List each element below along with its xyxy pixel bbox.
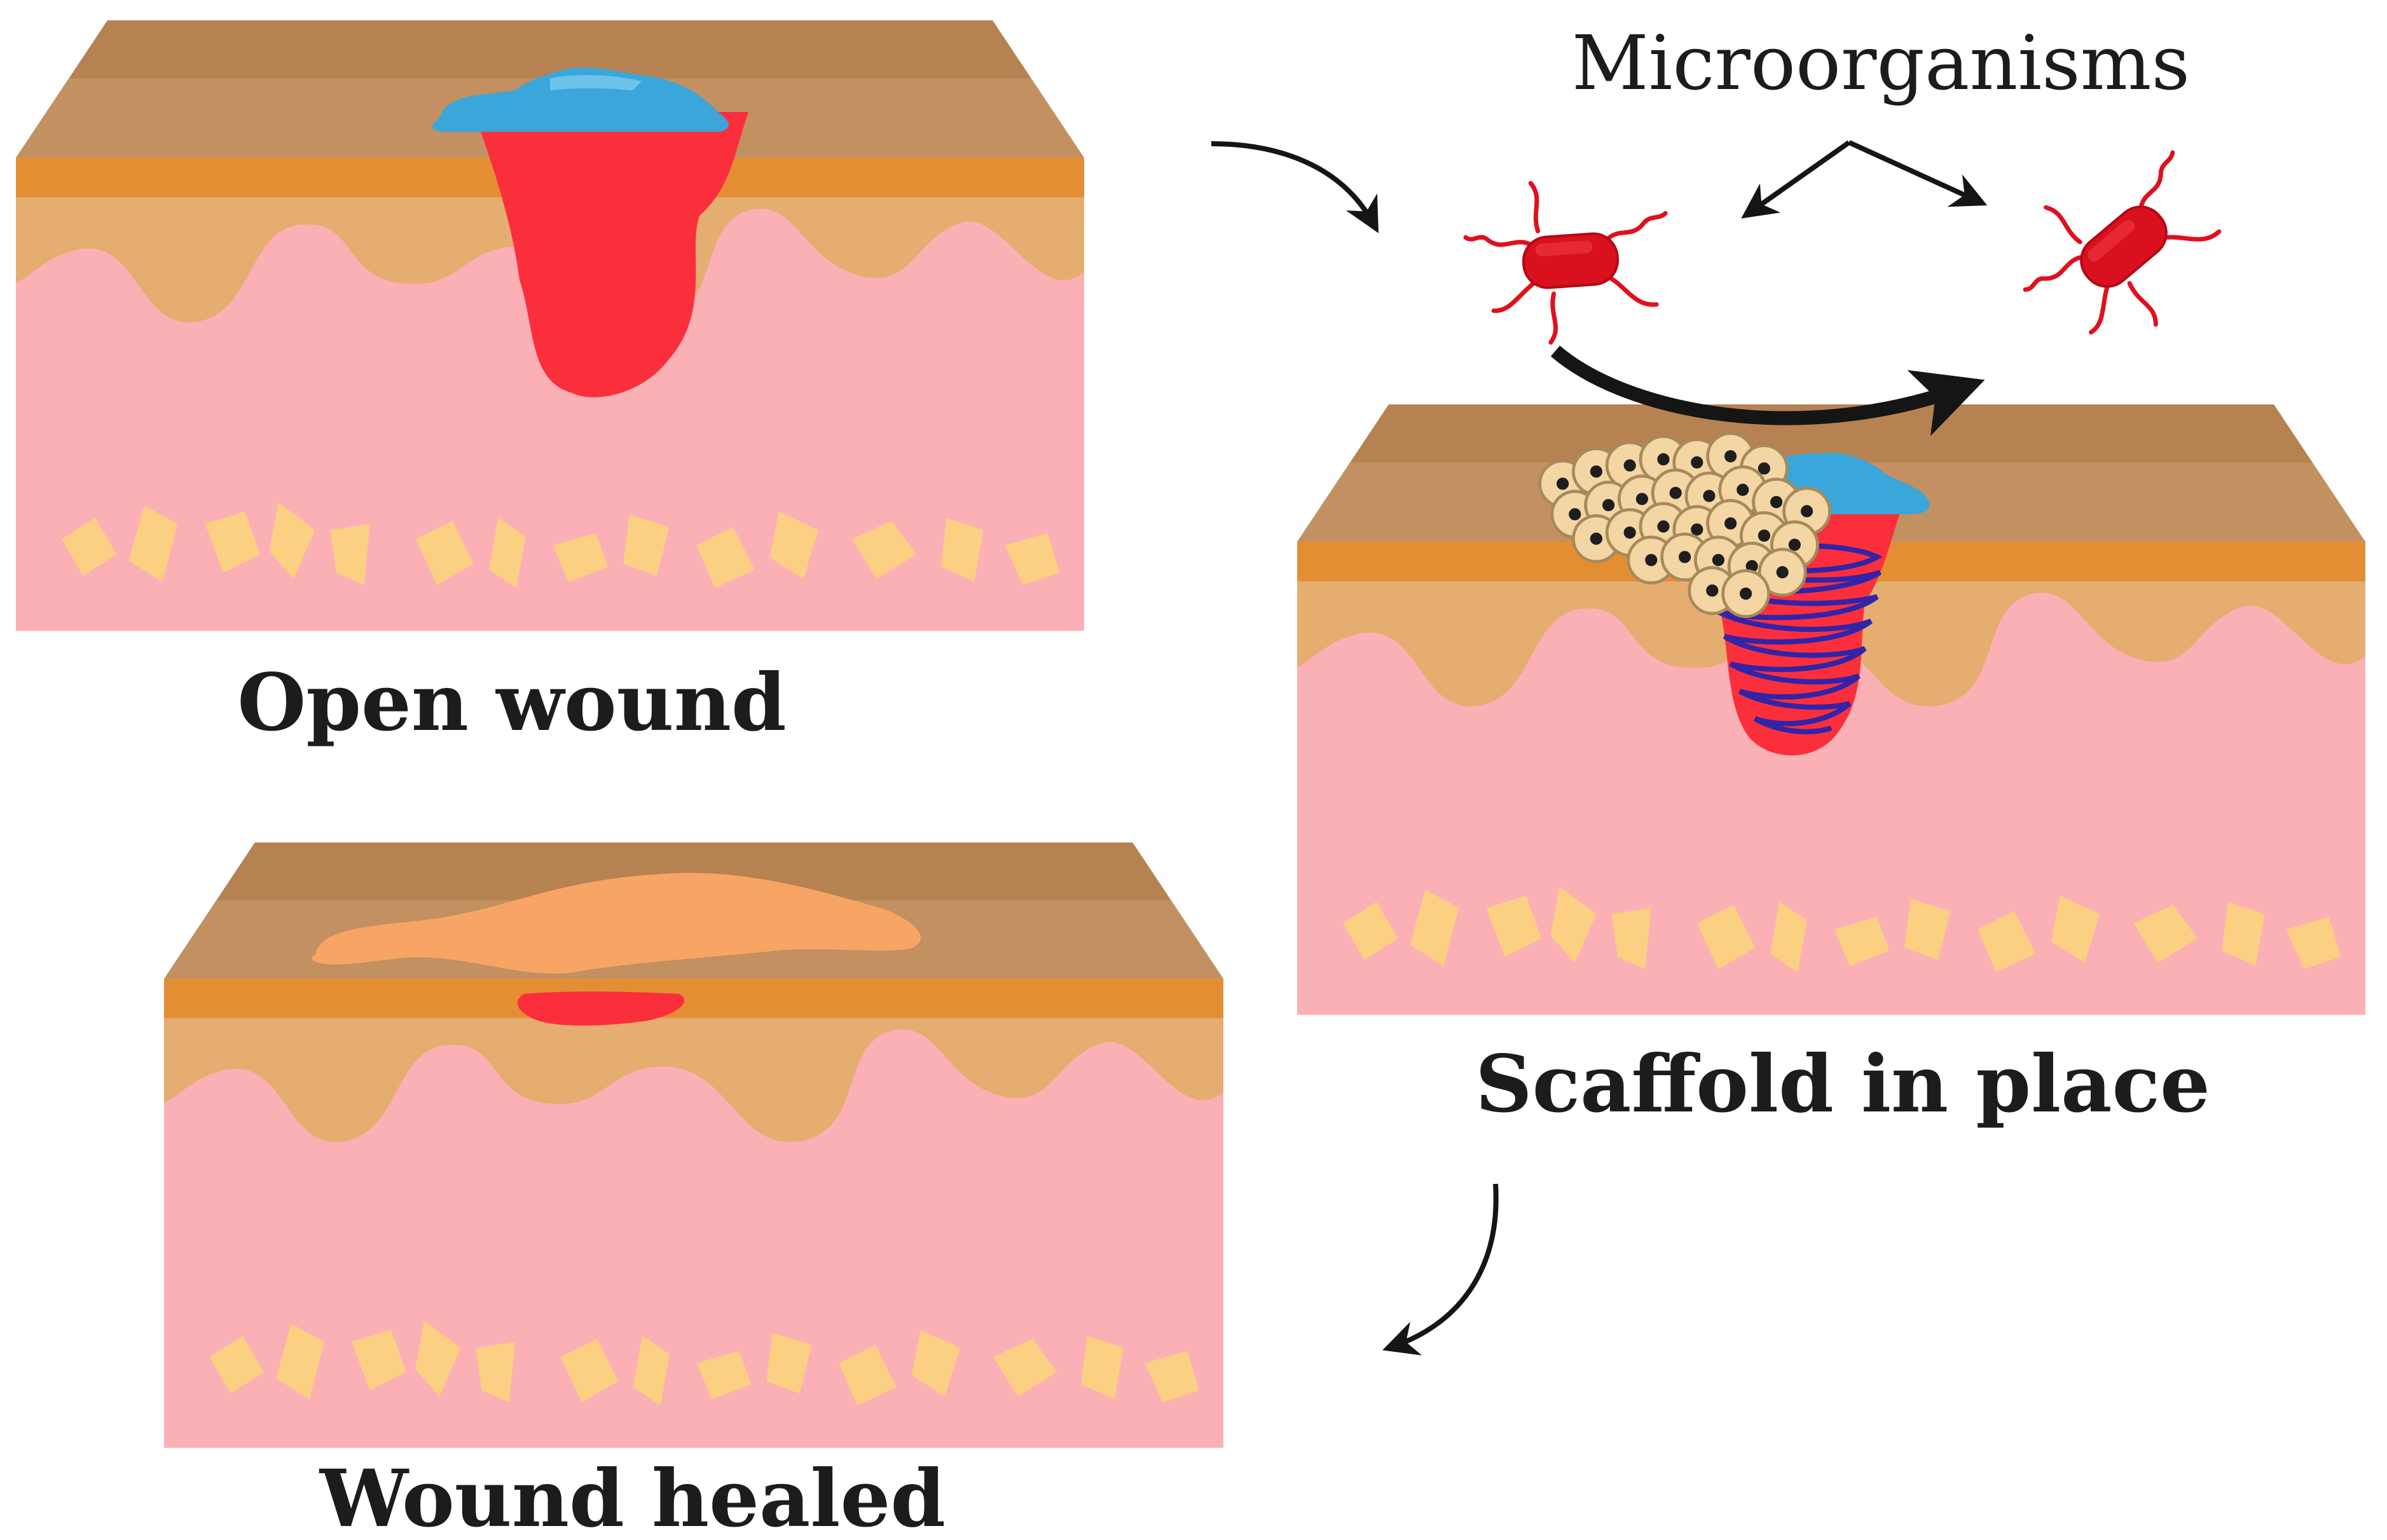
double-arrow-icon [1741,140,1988,219]
curved-arrow-icon [1211,141,1379,233]
healed-scab [311,872,921,974]
label-scaffold: Scaffold in place [1475,1038,2210,1131]
label-open-wound: Open wound [237,657,786,749]
open-wound-panel [16,20,1085,631]
healed-red-remnant [517,991,685,1026]
bacterium-icon [1993,122,2250,374]
curved-arrow-icon [1382,1183,1499,1356]
curved-arrow-icon [1550,345,1985,436]
label-healed: Wound healed [319,1453,946,1540]
label-microorganisms: Microorganisms [1572,19,2190,107]
healed-panel [164,842,1224,1448]
wound-fluid [432,67,729,132]
wound-cavity [474,112,748,397]
bacterium-icon [1462,174,1674,348]
scaffold-panel [1297,404,2365,1015]
